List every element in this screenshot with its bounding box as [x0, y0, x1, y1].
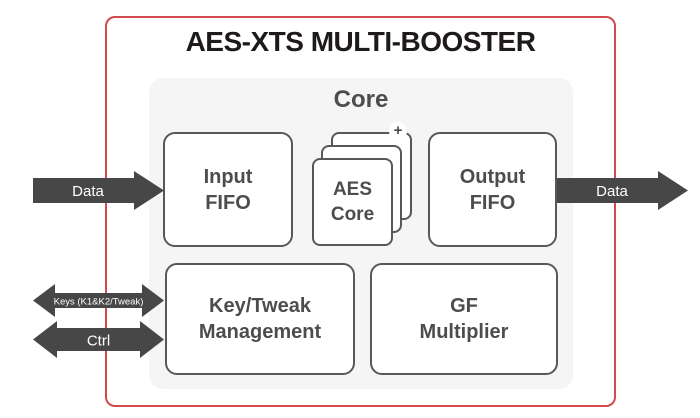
right-arrow-icon [33, 171, 164, 210]
right-arrow-icon [557, 171, 688, 210]
diagram-title: AES-XTS MULTI-BOOSTER [185, 26, 536, 57]
data-out-arrow-label: Data [596, 183, 628, 200]
double-arrow-icon [33, 284, 164, 317]
aes-core-block: AES Core [312, 158, 393, 246]
keys-arrow: Keys (K1&K2/Tweak) [33, 284, 164, 317]
input-fifo-block: Input FIFO [163, 132, 293, 247]
ctrl-arrow: Ctrl [33, 321, 164, 358]
data-in-arrow-label: Data [72, 183, 104, 200]
core-label: Core [333, 86, 389, 113]
aes-core-stack: AES Core + [312, 122, 415, 246]
ctrl-arrow-label: Ctrl [87, 333, 110, 350]
output-fifo-block: Output FIFO [428, 132, 557, 247]
data-out-arrow: Data [557, 171, 688, 210]
double-arrow-icon [33, 321, 164, 358]
plus-icon: + [389, 122, 407, 140]
key-tweak-management-block: Key/Tweak Management [165, 263, 355, 375]
gf-multiplier-block: GF Multiplier [370, 263, 558, 375]
data-in-arrow: Data [33, 171, 164, 210]
keys-arrow-label: Keys (K1&K2/Tweak) [54, 297, 144, 308]
